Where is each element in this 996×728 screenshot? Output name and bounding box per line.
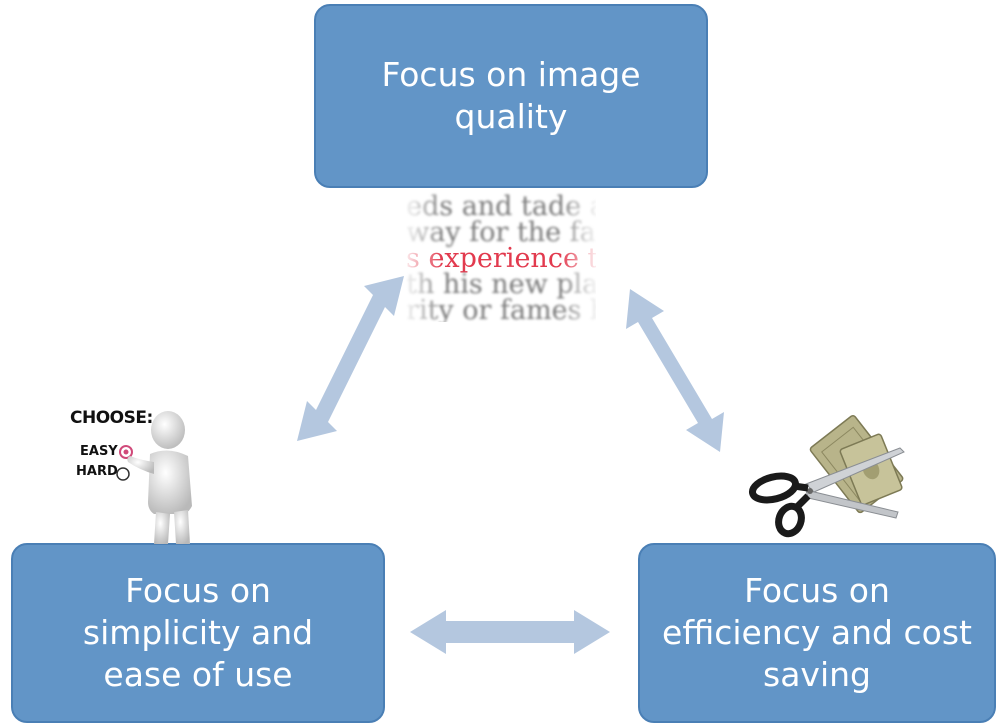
scissors-icon bbox=[748, 414, 905, 538]
person-figure-icon bbox=[116, 411, 192, 544]
focus-image-quality-box: Focus on image quality bbox=[314, 4, 708, 188]
box-left-line-2: simplicity and bbox=[82, 613, 314, 652]
choose-easy-label: EASY bbox=[80, 444, 118, 459]
box-left-line-1: Focus on bbox=[125, 571, 271, 610]
choose-title: CHOOSE: bbox=[70, 408, 153, 428]
box-right-line-2: efficiency and cost bbox=[662, 613, 972, 652]
box-right-line-1: Focus on bbox=[744, 571, 890, 610]
box-left-line-3: ease of use bbox=[103, 655, 293, 694]
box-top-line-1: Focus on image bbox=[381, 55, 641, 94]
focus-efficiency-box: Focus on efficiency and cost saving bbox=[638, 543, 996, 723]
double-arrow-top-right bbox=[626, 289, 724, 452]
choose-easy-hard-image: CHOOSE: EASY HARD bbox=[70, 402, 214, 544]
double-arrow-left-right bbox=[410, 610, 610, 654]
double-arrow-top-left bbox=[297, 276, 404, 441]
easy-radio-icon bbox=[119, 445, 133, 459]
scissors-money-image bbox=[744, 408, 914, 538]
box-right-line-3: saving bbox=[763, 655, 871, 694]
scissors-handle-icon bbox=[748, 472, 800, 504]
choose-hard-label: HARD bbox=[76, 464, 118, 479]
hard-radio-icon bbox=[116, 467, 130, 481]
focus-simplicity-box: Focus on simplicity and ease of use bbox=[11, 543, 385, 723]
experience-text-image: eds and tade a way for the fa s experien… bbox=[406, 190, 596, 322]
box-top-line-2: quality bbox=[454, 97, 568, 136]
